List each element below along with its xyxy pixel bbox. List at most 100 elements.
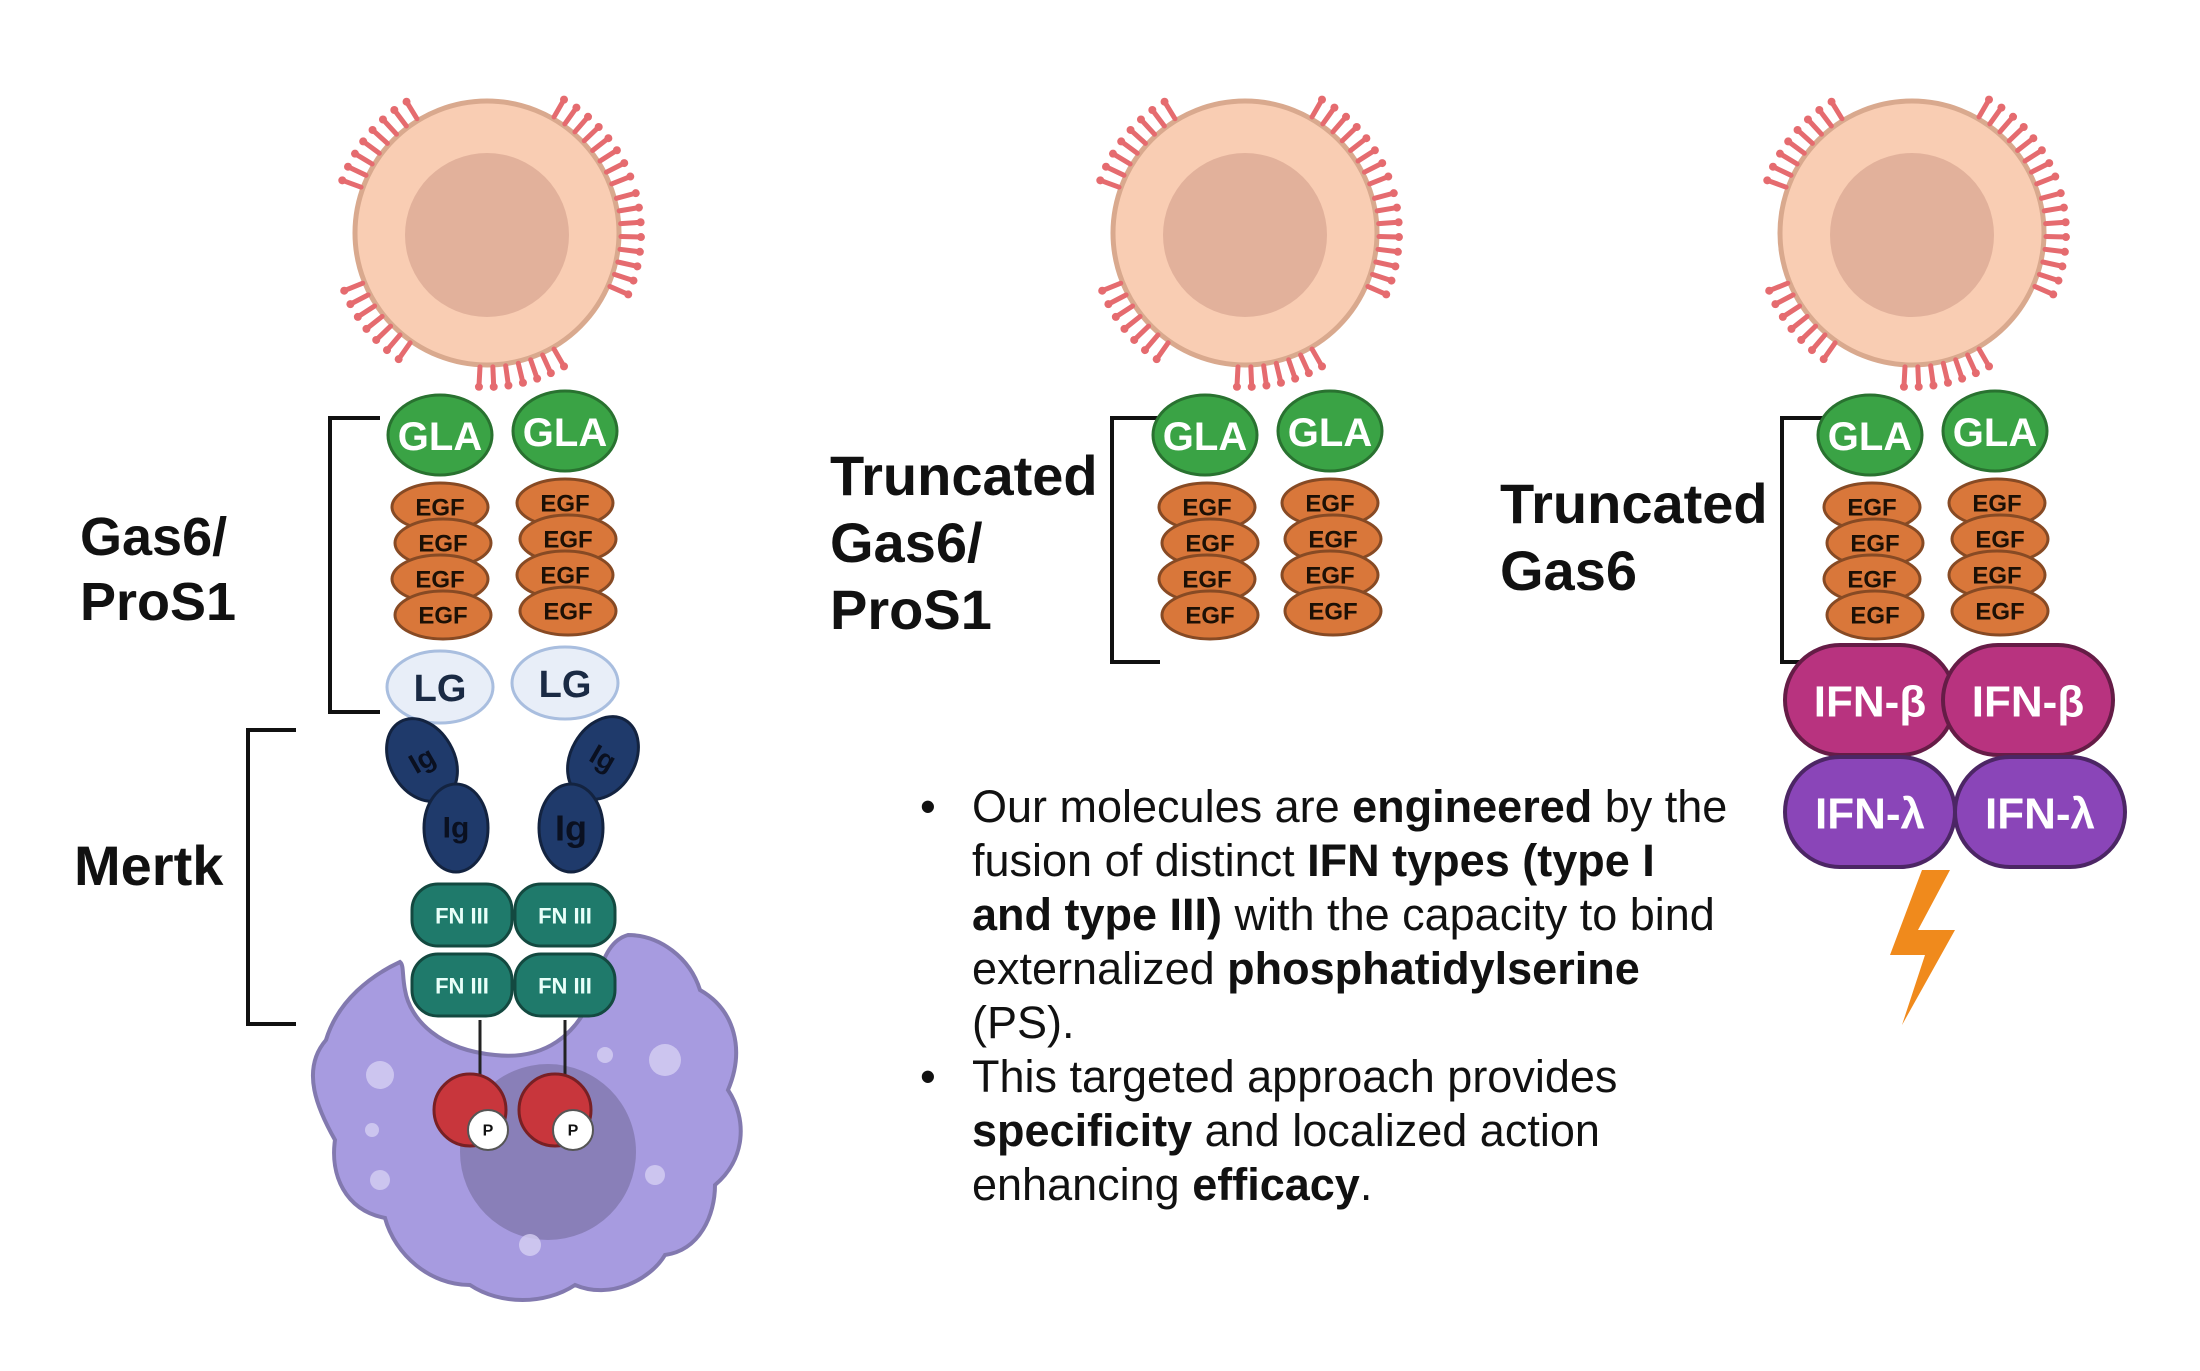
ps-headgroup bbox=[594, 122, 603, 131]
bullet-2-text-part: . bbox=[1359, 1159, 1373, 1210]
ps-headgroup bbox=[604, 134, 613, 143]
ps-headgroup bbox=[1247, 382, 1256, 391]
ps-headgroup bbox=[560, 362, 568, 371]
gla-label: GLA bbox=[1828, 415, 1912, 459]
ps-headgroup bbox=[1318, 362, 1326, 371]
ps-headgroup bbox=[2049, 290, 2058, 299]
gla-label: GLA bbox=[1163, 415, 1247, 459]
ifn-lambda-1-label: IFN-λ bbox=[1815, 790, 1925, 839]
egf-label: EGF bbox=[1972, 491, 2021, 518]
egf-label: EGF bbox=[1182, 495, 1231, 522]
ps-headgroup bbox=[624, 290, 633, 299]
label-truncated-gas6: Truncated Gas6 bbox=[1500, 472, 1783, 602]
gla-domain bbox=[511, 389, 619, 473]
macrophage-vesicle bbox=[597, 1047, 613, 1063]
lg-domain bbox=[510, 645, 620, 721]
ps-headgroup bbox=[372, 335, 381, 344]
ps-cluster bbox=[1899, 346, 1993, 391]
ps-headgroup bbox=[1797, 335, 1806, 344]
ps-headgroup bbox=[2045, 159, 2054, 168]
ps-headgroup bbox=[1108, 149, 1117, 158]
ps-headgroup bbox=[560, 95, 568, 104]
molecule-layer: GLAEGFEGFEGFEGFLGGLAEGFEGFEGFEGFLGIgIgIg… bbox=[385, 389, 2127, 1151]
egf-label: EGF bbox=[543, 599, 592, 626]
egf-label: EGF bbox=[1850, 603, 1899, 630]
ps-headgroup bbox=[1152, 355, 1161, 364]
ps-cluster bbox=[1096, 97, 1178, 190]
ps-headgroup bbox=[1771, 300, 1780, 309]
bullet-1-text-part: IFN types (type I and type III) bbox=[972, 835, 1655, 940]
ps-headgroup bbox=[378, 115, 387, 124]
egf-label: EGF bbox=[415, 567, 464, 594]
ps-headgroup bbox=[2060, 247, 2069, 256]
fn3-domain bbox=[513, 882, 617, 948]
ps-headgroup bbox=[1111, 312, 1120, 321]
ps-headgroup bbox=[612, 146, 621, 155]
ps-headgroup bbox=[1819, 355, 1828, 364]
ps-headgroup bbox=[533, 374, 542, 383]
fn3-label: FN III bbox=[538, 974, 592, 999]
apoptotic-cell-3 bbox=[1763, 95, 2070, 391]
macrophage-vesicle bbox=[366, 1061, 394, 1089]
ps-cluster bbox=[340, 280, 413, 364]
ps-headgroup bbox=[633, 262, 642, 271]
ps-headgroup bbox=[2054, 276, 2063, 285]
ps-headgroup bbox=[636, 218, 645, 227]
ifn-lambda-2-label: IFN-λ bbox=[1985, 790, 2095, 839]
gla-label: GLA bbox=[1288, 411, 1372, 455]
ig-domain bbox=[537, 782, 605, 874]
ps-headgroup bbox=[1985, 95, 1993, 104]
apoptotic-cell-2 bbox=[1096, 95, 1403, 391]
egf-label: EGF bbox=[1850, 531, 1899, 558]
ps-headgroup bbox=[344, 162, 353, 171]
ps-headgroup bbox=[338, 176, 347, 185]
egf-label: EGF bbox=[1847, 567, 1896, 594]
bullet-2-text-part: efficacy bbox=[1192, 1159, 1360, 1210]
fn3-domain bbox=[410, 952, 514, 1018]
bracket-truncated-gas6-pros1 bbox=[1110, 416, 1160, 664]
ig-domain bbox=[422, 782, 490, 874]
ps-headgroup bbox=[346, 300, 355, 309]
ps-headgroup bbox=[1304, 369, 1313, 378]
ps-cluster bbox=[607, 189, 645, 299]
ps-headgroup bbox=[2051, 172, 2060, 181]
cell-nucleus bbox=[1163, 153, 1327, 317]
ps-headgroup bbox=[1291, 374, 1300, 383]
ps-cluster bbox=[1098, 280, 1171, 364]
ps-headgroup bbox=[1117, 137, 1126, 146]
egf-label: EGF bbox=[1308, 527, 1357, 554]
ps-headgroup bbox=[518, 378, 527, 387]
egf-label: EGF bbox=[1975, 527, 2024, 554]
bullet-1-text-part: engineered bbox=[1352, 781, 1593, 832]
ps-headgroup bbox=[620, 159, 629, 168]
gla-domain bbox=[386, 393, 494, 477]
ps-cluster bbox=[1365, 189, 1403, 299]
ps-cluster bbox=[1765, 280, 1838, 364]
label-truncated-gas6-pros1: Truncated Gas6/ ProS1 bbox=[830, 444, 1113, 641]
bullet-2-text-part: specificity bbox=[972, 1105, 1193, 1156]
ps-headgroup bbox=[504, 381, 513, 390]
ps-headgroup bbox=[635, 247, 644, 256]
ps-headgroup bbox=[1120, 324, 1129, 333]
ps-cluster bbox=[1232, 346, 1326, 391]
ps-headgroup bbox=[584, 112, 593, 121]
ps-headgroup bbox=[1392, 203, 1401, 212]
ps-headgroup bbox=[1784, 137, 1793, 146]
ifn-beta-1-label: IFN-β bbox=[1814, 678, 1926, 727]
ps-headgroup bbox=[390, 106, 399, 115]
ps-headgroup bbox=[1136, 115, 1145, 124]
lightning-bolt-icon bbox=[1890, 870, 1955, 1025]
ps-headgroup bbox=[1318, 95, 1326, 104]
ps-headgroup bbox=[1958, 374, 1967, 383]
ps-headgroup bbox=[546, 369, 555, 378]
label-gas6-pros1: Gas6/ ProS1 bbox=[80, 507, 242, 632]
ps-headgroup bbox=[1394, 218, 1403, 227]
gla-label: GLA bbox=[523, 411, 607, 455]
bullet-item-2: This targeted approach provides specific… bbox=[920, 1050, 1728, 1212]
ps-headgroup bbox=[382, 346, 391, 355]
ps-cluster bbox=[338, 97, 420, 190]
ps-headgroup bbox=[350, 149, 359, 158]
ps-cluster bbox=[2032, 189, 2070, 299]
ps-headgroup bbox=[629, 276, 638, 285]
